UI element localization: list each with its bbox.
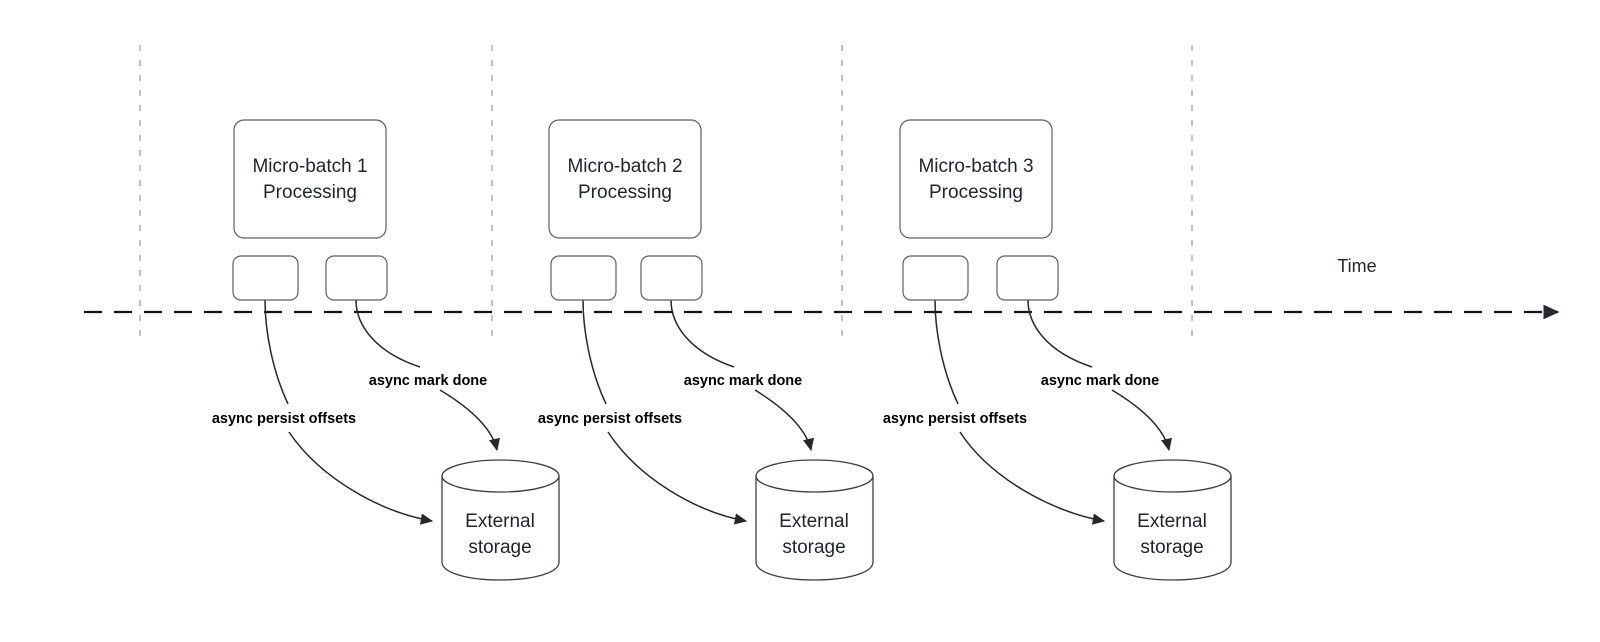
external-storage-1[interactable]: External storage [441,459,560,581]
external-storage-3[interactable]: External storage [1113,459,1232,581]
external-storage-3-top [1113,459,1232,493]
external-storage-2-label-line1: External [779,511,849,532]
external-storage-2-body [755,475,874,581]
edge-persist-offsets-2-upper [582,299,607,405]
process-box-3[interactable] [899,119,1053,239]
external-storage-2[interactable]: External storage [755,459,874,581]
group-1: Micro-batch 1 Processing External storag… [212,119,560,581]
process-box-3-label-line1: Micro-batch 3 [918,156,1033,177]
time-axis: Time [84,256,1560,320]
edge-mark-done-3-lower [1111,389,1172,452]
external-storage-1-label-line2: storage [468,537,531,558]
edge-mark-done-1-lower [439,389,500,452]
external-storage-2-label-line2: storage [782,537,845,558]
external-storage-1-top [441,459,560,493]
edge-label-persist-offsets-2: async persist offsets [538,411,682,427]
process-box-1[interactable] [233,119,387,239]
edge-label-mark-done-1: async mark done [369,373,487,389]
process-box-1-label-line2: Processing [263,182,357,203]
edge-mark-done-2-upper [670,299,735,368]
external-storage-1-label-line1: External [465,511,535,532]
edge-label-mark-done-3: async mark done [1041,373,1159,389]
task-box-mark-3[interactable] [996,255,1059,301]
task-box-mark-1[interactable] [325,255,388,301]
external-storage-3-label-line2: storage [1140,537,1203,558]
separator-group [139,45,1193,342]
external-storage-3-body [1113,475,1232,581]
external-storage-1-body [441,475,560,581]
process-box-2-label-line1: Micro-batch 2 [567,156,682,177]
edge-mark-done-3-upper [1027,299,1093,368]
task-box-persist-1[interactable] [232,255,299,301]
edge-persist-offsets-3-upper [934,299,959,405]
task-box-persist-2[interactable] [550,255,617,301]
edge-persist-offsets-3-lower [959,431,1106,525]
edge-label-persist-offsets-1: async persist offsets [212,411,356,427]
process-box-2-label-line2: Processing [578,182,672,203]
edge-persist-offsets-2-lower [607,431,748,525]
edge-persist-offsets-1-upper [264,299,289,405]
edge-persist-offsets-1-lower [288,431,434,525]
task-box-persist-3[interactable] [902,255,969,301]
group-3: Micro-batch 3 Processing External storag… [883,119,1232,581]
task-box-mark-2[interactable] [640,255,703,301]
process-box-3-label-line2: Processing [929,182,1023,203]
group-2: Micro-batch 2 Processing External storag… [538,119,874,581]
time-axis-label: Time [1337,256,1376,276]
edge-mark-done-1-upper [355,299,421,368]
process-box-2[interactable] [548,119,702,239]
edge-label-persist-offsets-3: async persist offsets [883,411,1027,427]
edge-label-mark-done-2: async mark done [684,373,802,389]
edge-mark-done-2-lower [754,389,814,452]
external-storage-2-top [755,459,874,493]
process-box-1-label-line1: Micro-batch 1 [252,156,367,177]
external-storage-3-label-line1: External [1137,511,1207,532]
